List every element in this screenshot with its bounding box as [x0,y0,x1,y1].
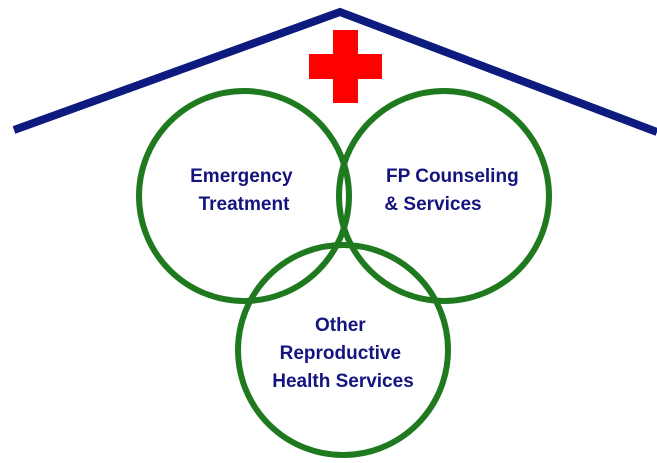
house-roof-icon [12,7,657,136]
label-emergency-line-2: Treatment [199,194,290,215]
label-other-reproductive-health: Other Reproductive Health Services [272,315,414,392]
label-fp-line-1: FP Counseling [386,166,519,187]
label-fp-counseling-services: FP Counseling & Services [384,166,524,215]
circle-emergency-treatment [136,88,352,304]
circle-other-reproductive-health [235,242,451,458]
circle-fp-counseling [336,88,552,304]
label-other-line-1: Other [315,315,366,336]
label-other-line-3: Health Services [272,371,414,392]
red-cross-icon [309,30,382,103]
label-fp-line-2: & Services [384,194,481,215]
label-other-line-2: Reproductive [280,343,401,364]
label-emergency-treatment: Emergency Treatment [190,166,298,215]
label-emergency-line-1: Emergency [190,166,293,187]
